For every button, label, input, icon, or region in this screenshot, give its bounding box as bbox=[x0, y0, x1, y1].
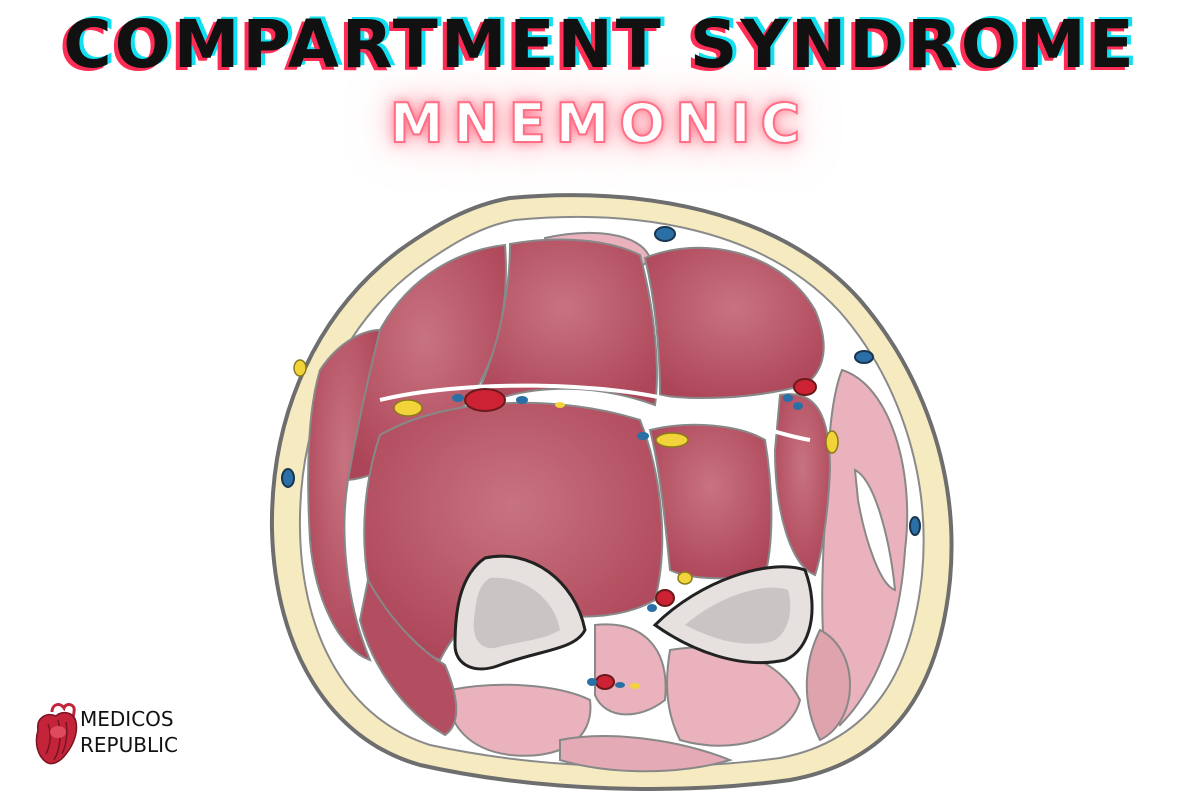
vein-center bbox=[637, 432, 649, 440]
nerve-left bbox=[293, 359, 307, 377]
vein-right-top bbox=[854, 350, 874, 364]
muscle-light-bottom-edge bbox=[559, 735, 734, 773]
brand-line-1: MEDICOS bbox=[80, 707, 174, 731]
vein-anterior-b bbox=[516, 396, 528, 404]
brand-line-2: REPUBLIC bbox=[80, 733, 178, 757]
vein-right bbox=[909, 516, 921, 536]
page-subtitle: MNEMONIC bbox=[389, 91, 811, 156]
vein-lateral-b bbox=[793, 402, 803, 410]
vein-top bbox=[654, 226, 676, 242]
artery-anterior bbox=[464, 388, 506, 412]
heart-icon bbox=[35, 703, 78, 765]
fibula-marrow bbox=[685, 587, 791, 644]
nerve-bottom bbox=[630, 683, 640, 689]
muscle-light-bottom-mid bbox=[594, 623, 667, 716]
vein-anterior-a bbox=[452, 394, 464, 402]
tibia-marrow bbox=[473, 577, 560, 649]
muscle-left-flank bbox=[307, 328, 382, 662]
nerve-center bbox=[655, 432, 689, 448]
vein-posterior-a bbox=[647, 604, 657, 612]
vein-lateral-a bbox=[783, 394, 793, 402]
vein-bottom-b bbox=[615, 682, 625, 688]
nerve-posterior bbox=[677, 571, 693, 585]
muscle-anterior-center bbox=[467, 238, 658, 413]
nerve-right bbox=[825, 430, 839, 454]
muscle-lateral-right bbox=[773, 393, 832, 577]
vein-left bbox=[281, 468, 295, 488]
artery-posterior bbox=[655, 589, 675, 607]
septum-line bbox=[379, 383, 811, 442]
leg-cross-section-diagram bbox=[269, 193, 954, 791]
muscle-deep-middle bbox=[648, 423, 773, 580]
artery-bottom bbox=[595, 674, 615, 690]
nerve-center-b bbox=[555, 402, 565, 408]
brand-logo bbox=[35, 703, 78, 765]
page-title: COMPARTMENT SYNDROME bbox=[63, 6, 1137, 83]
artery-lateral bbox=[793, 378, 817, 396]
interosseous-membrane bbox=[853, 468, 897, 592]
brand-name: MEDICOS REPUBLIC bbox=[80, 706, 178, 758]
nerve-anterior bbox=[393, 399, 423, 417]
muscle-deep-lower bbox=[358, 577, 458, 737]
vein-bottom-a bbox=[587, 678, 597, 686]
muscle-light-right-lower bbox=[805, 628, 851, 742]
